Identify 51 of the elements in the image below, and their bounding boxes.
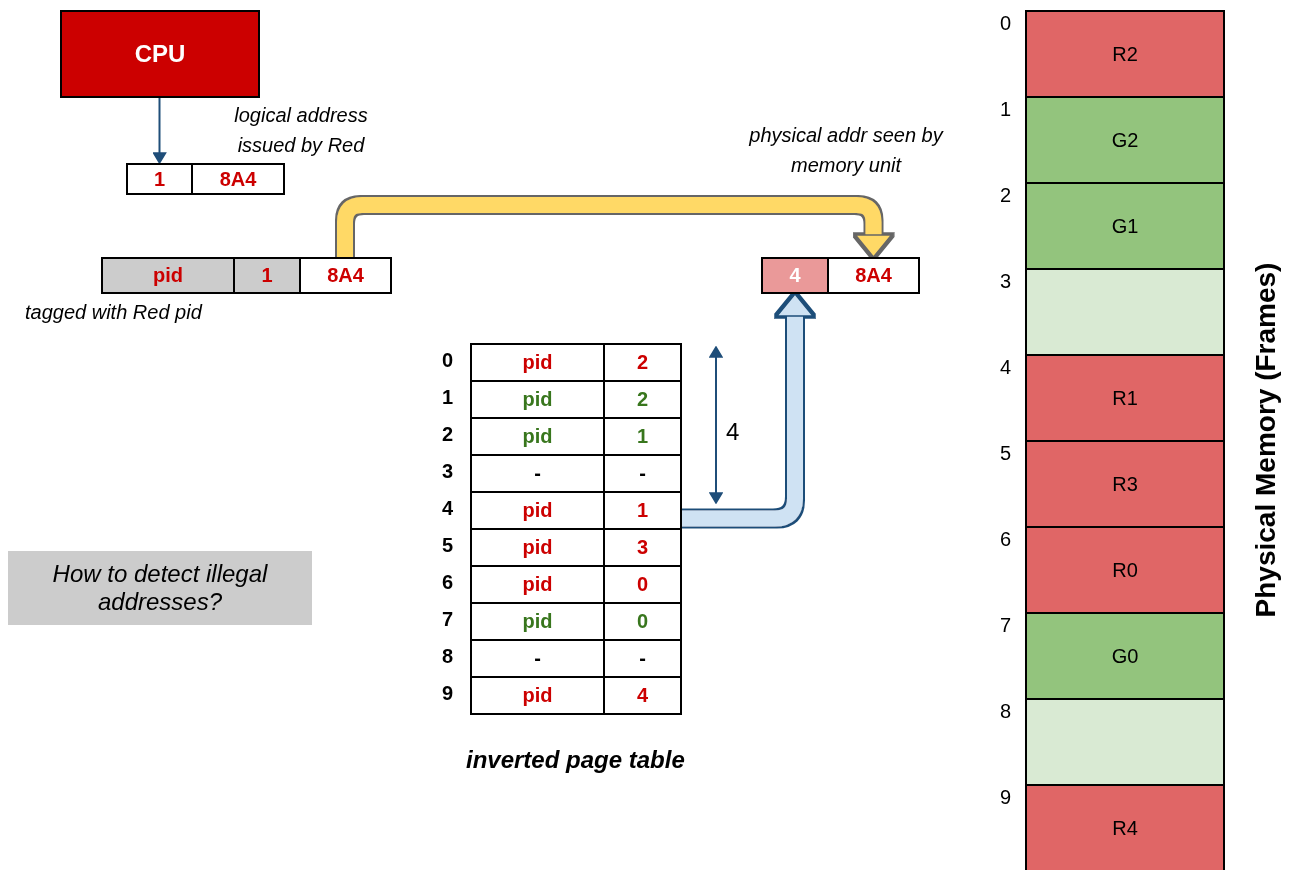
row-number: 9 <box>442 682 454 705</box>
frame-number: 0 <box>1000 12 1012 35</box>
frame-number: 1 <box>1000 98 1012 121</box>
annotation-text: logical address issued by Red <box>233 103 369 158</box>
row-number: 7 <box>442 608 454 631</box>
memory-frame: R3 <box>1025 440 1225 528</box>
memory-frame: R1 <box>1025 354 1225 442</box>
frame-number: 8 <box>1000 700 1012 723</box>
pid-field: pid <box>101 257 235 294</box>
arrow <box>152 97 167 164</box>
row-number: 5 <box>442 534 454 557</box>
offset-field: 8A4 <box>299 257 392 294</box>
offset-field: 8A4 <box>191 163 285 195</box>
frame-number-field: 4 <box>761 257 829 294</box>
dimension-label: 4 <box>726 418 740 446</box>
page-number-field: 1 <box>126 163 193 195</box>
memory-frame <box>1025 268 1225 356</box>
table-cell: pid <box>470 343 605 382</box>
annotation-text: tagged with Red pid <box>25 301 202 324</box>
memory-frame: G2 <box>1025 96 1225 184</box>
row-number: 4 <box>442 497 454 520</box>
annotation-text: physical addr seen by memory unit <box>748 123 945 178</box>
memory-frame: R2 <box>1025 10 1225 98</box>
table-cell: 2 <box>603 343 682 382</box>
row-number: 8 <box>442 645 454 668</box>
frame-number: 5 <box>1000 442 1012 465</box>
frame-number: 4 <box>1000 356 1012 379</box>
page-number-field: 1 <box>233 257 301 294</box>
row-number: 1 <box>442 386 454 409</box>
frame-number: 7 <box>1000 614 1012 637</box>
frame-number: 9 <box>1000 786 1012 809</box>
memory-frame: R0 <box>1025 526 1225 614</box>
row-number: 6 <box>442 571 454 594</box>
memory-frame: R4 <box>1025 784 1225 870</box>
memory-frame <box>1025 698 1225 786</box>
frame-number: 2 <box>1000 184 1012 207</box>
offset-field: 8A4 <box>827 257 920 294</box>
axis-title: Physical Memory (Frames) <box>1250 262 1282 618</box>
row-number: 0 <box>442 349 454 372</box>
note-box: How to detect illegal addresses? <box>8 551 312 625</box>
row-number: 3 <box>442 460 454 483</box>
memory-frame: G1 <box>1025 182 1225 270</box>
memory-frame: G0 <box>1025 612 1225 700</box>
table-cell: pid <box>470 676 605 715</box>
frame-number: 3 <box>1000 270 1012 293</box>
frame-number: 6 <box>1000 528 1012 551</box>
block-arrow <box>682 293 814 527</box>
table-cell: 4 <box>603 676 682 715</box>
row-number: 2 <box>442 423 454 446</box>
caption-text: inverted page table <box>466 746 685 774</box>
cpu-box: CPU <box>60 10 260 98</box>
